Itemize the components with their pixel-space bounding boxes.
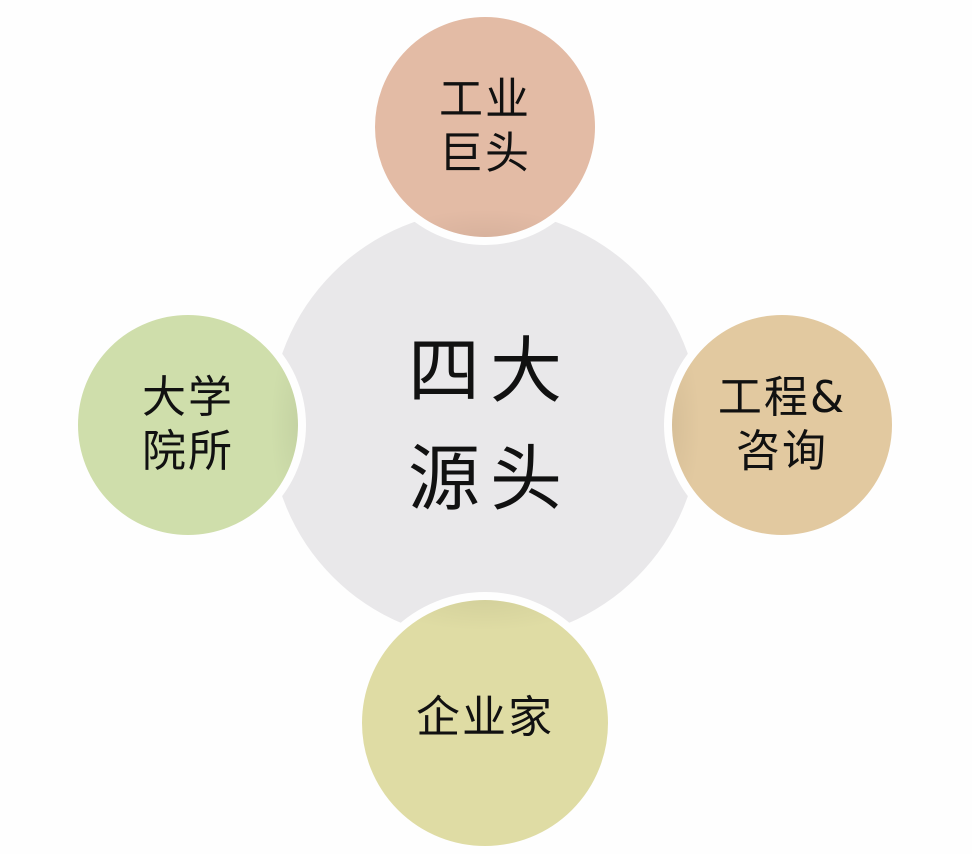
hub-circle-four-sources: 四大 源头 <box>270 210 700 640</box>
node-label-universities-institutes: 大学 院所 <box>142 372 234 477</box>
node-industry-giants: 工业 巨头 <box>367 9 603 245</box>
node-universities-institutes: 大学 院所 <box>70 307 306 543</box>
node-label-engineering-consulting: 工程& 咨询 <box>717 372 847 477</box>
hub-label: 四大 源头 <box>407 329 572 521</box>
node-label-industry-giants: 工业 巨头 <box>439 74 531 179</box>
node-engineering-consulting: 工程& 咨询 <box>664 307 900 543</box>
node-label-entrepreneurs: 企业家 <box>416 692 554 744</box>
node-entrepreneurs: 企业家 <box>354 592 616 854</box>
